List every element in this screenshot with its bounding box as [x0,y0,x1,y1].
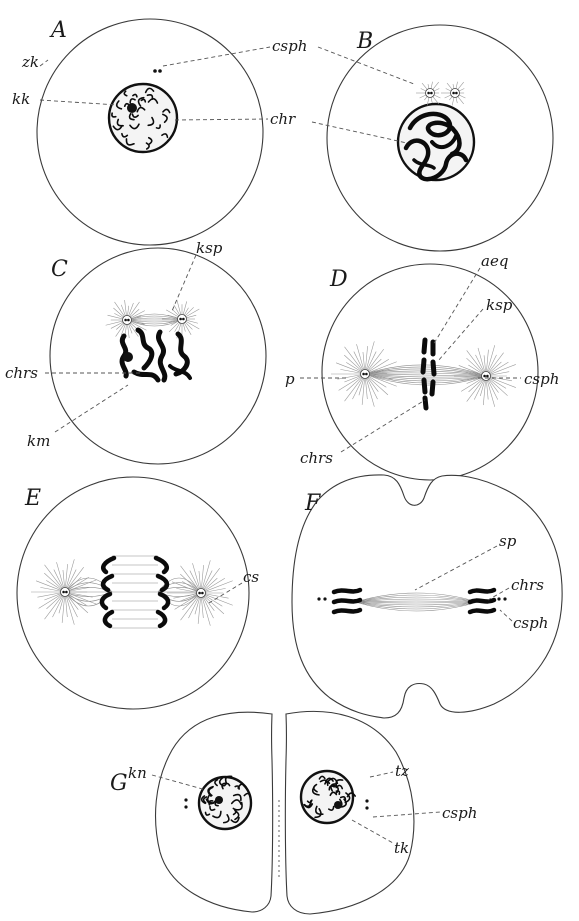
centrosome-a-2 [158,69,162,73]
centrosome-f-l2 [323,597,326,600]
stage-b [327,25,553,251]
centriole [365,373,368,376]
centrosome-f-r2 [503,597,506,600]
label-ksp-c: ksp [196,239,223,257]
cell-c-outline [50,248,266,464]
stage-g [156,711,414,914]
centriole [179,318,182,321]
centriole [65,591,68,594]
centrosphere [426,89,435,98]
centriole [427,92,430,95]
cell-f-outline [292,475,562,718]
label-zk: zk [21,53,39,71]
centriole [430,92,433,95]
centrosphere [361,370,370,379]
label-tz: tz [395,762,409,780]
centriole [486,375,489,378]
nucleolus-a [127,103,137,113]
centrosphere [61,588,70,597]
label-kk: kk [12,90,30,108]
panel-label-e: E [24,486,41,511]
label-ksp-d: ksp [486,296,513,314]
centrosome-f-l1 [317,597,320,600]
panel-label-c: C [51,257,68,282]
centrosome-f-r1 [497,597,500,600]
nucleolus-g-right [334,801,342,809]
centriole [62,591,65,594]
label-csph-g: csph [442,804,477,822]
centrosome-g-r1 [365,799,368,802]
panel-label-g: G [110,771,128,796]
label-km: km [27,432,50,450]
centriole [362,373,365,376]
label-chrs-d: chrs [300,449,333,467]
label-p: p [285,370,295,388]
stage-a [37,19,263,245]
centriole [182,318,185,321]
centrosphere [482,372,491,381]
centriole [452,92,455,95]
panel-label-b: B [356,29,373,54]
centrosphere [451,89,460,98]
centriole [483,375,486,378]
nucleolus-g-left [215,796,223,804]
label-chrs-c: chrs [5,364,38,382]
centriole [201,592,204,595]
label-csph-a: csph [272,37,307,55]
label-chr: chr [270,110,296,128]
panel-label-f: F [304,491,321,516]
centrosphere [123,316,132,325]
stage-e [17,477,249,709]
label-chrs-f: chrs [511,576,544,594]
label-aeq: aeq [481,252,508,270]
stage-c [50,248,266,464]
panel-label-d: D [329,267,348,292]
label-cs: cs [243,568,259,586]
nucleolus-c [123,352,133,362]
label-kn: kn [128,764,147,782]
centrosome-g-l2 [184,805,187,808]
centriole [124,319,127,322]
centrosphere [197,589,206,598]
centrosome-g-r2 [365,806,368,809]
label-csph-f: csph [513,614,548,632]
panel-label-a: A [49,18,67,43]
centrosphere [178,315,187,324]
centrosome-g-l1 [184,798,187,801]
label-csph-d: csph [524,370,559,388]
centriole [455,92,458,95]
stage-f [292,475,562,718]
cell-g-right-outline [285,711,414,914]
label-tk: tk [394,839,409,857]
centrosome-a-1 [153,69,157,73]
label-sp: sp [499,532,517,550]
centriole [198,592,201,595]
centriole [127,319,130,322]
